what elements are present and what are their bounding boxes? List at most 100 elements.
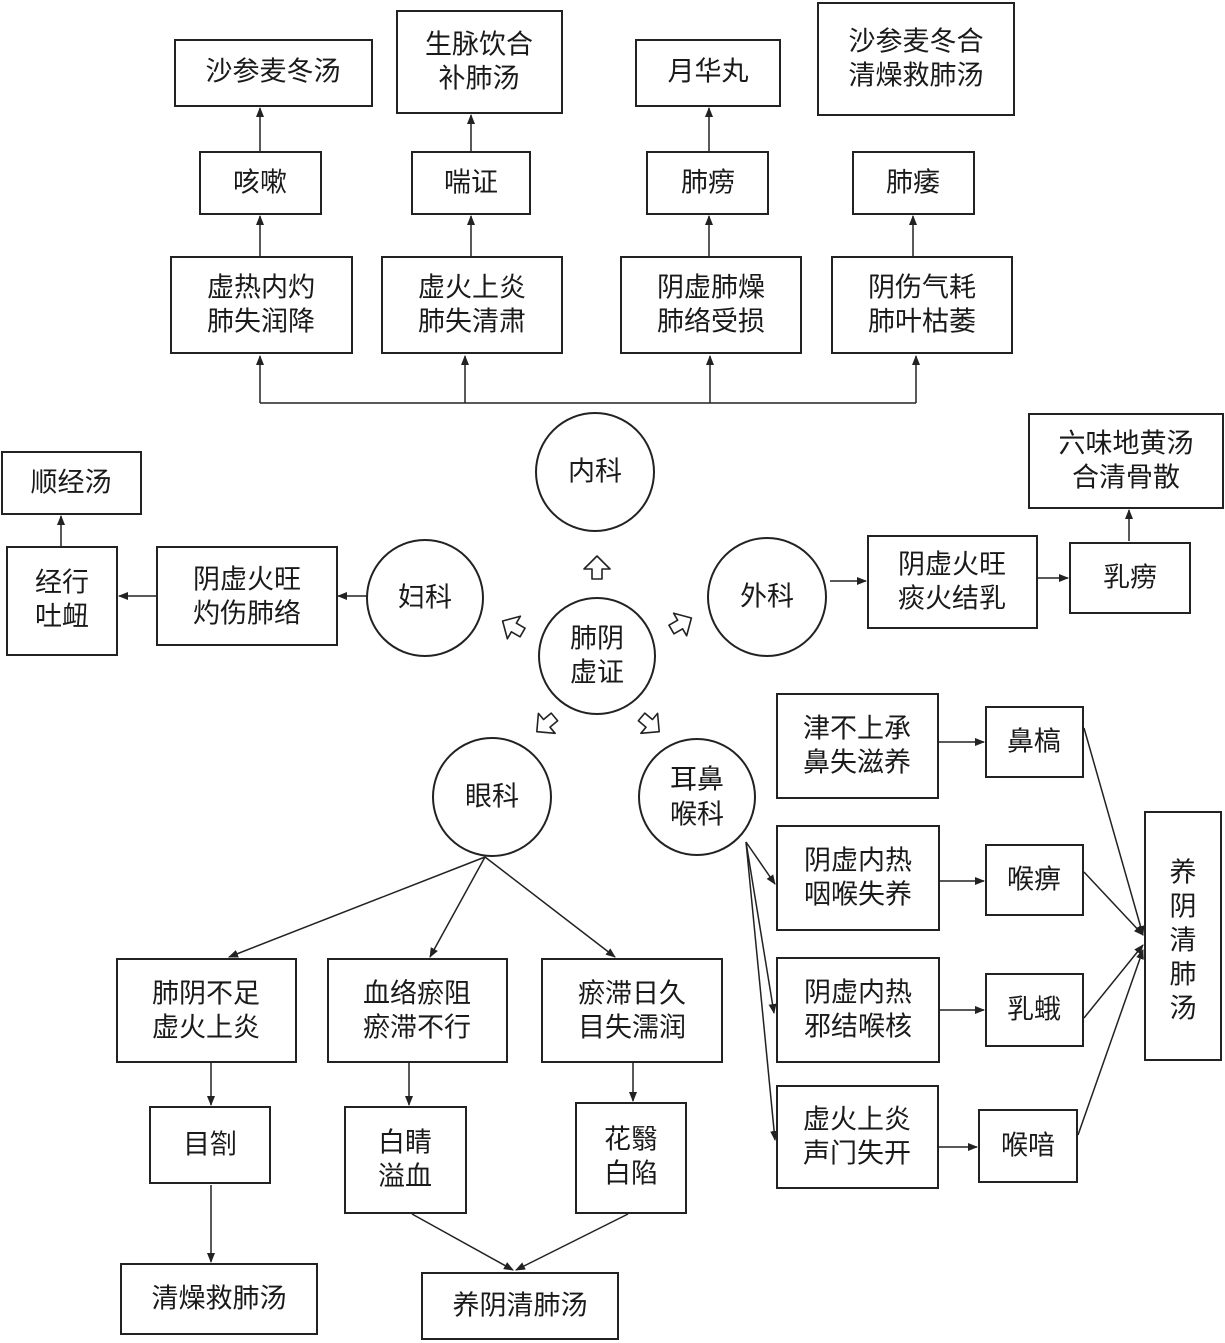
eye-disease-3-line-2: 白陷 bbox=[604, 1159, 658, 1190]
internal-formula-4: 沙参麦冬合 清燥救肺汤 bbox=[817, 2, 1015, 116]
internal-pathogenesis-1-line-1: 虚热内灼 bbox=[207, 273, 315, 304]
dept-internal-label: 内科 bbox=[568, 457, 622, 488]
eye-pathogenesis-1: 肺阴不足 虚火上炎 bbox=[116, 958, 297, 1063]
gyn-pathogenesis-line-1: 阴虚火旺 bbox=[193, 565, 301, 596]
dept-internal: 内科 bbox=[535, 412, 655, 532]
ent-pathogenesis-3-line-1: 阴虚内热 bbox=[804, 978, 912, 1009]
eye-disease-3-line-1: 花翳 bbox=[604, 1125, 658, 1156]
surgery-section: 六味地黄汤 合清骨散 阴虚火旺 痰火结乳 乳痨 bbox=[867, 413, 1224, 629]
eye-arrow-2 bbox=[429, 856, 486, 958]
ent-pathogenesis-4-line-1: 虚火上炎 bbox=[803, 1105, 911, 1136]
internal-pathogenesis-3-line-1: 阴虚肺燥 bbox=[657, 273, 765, 304]
internal-formula-4-line-1: 沙参麦冬合 bbox=[849, 27, 984, 58]
center-node: 肺阴 虚证 bbox=[538, 597, 656, 715]
eye-pathogenesis-1-line-1: 肺阴不足 bbox=[152, 979, 260, 1010]
internal-pathogenesis-2: 虚火上炎 肺失清肃 bbox=[381, 256, 563, 354]
center-hollow-arrows bbox=[501, 555, 693, 735]
internal-formula-1-line-1: 沙参麦冬汤 bbox=[206, 57, 341, 88]
ent-formula-char-4: 肺 bbox=[1170, 960, 1197, 991]
surgery-pathogenesis: 阴虚火旺 痰火结乳 bbox=[867, 535, 1038, 629]
ent-disease-3-label: 乳蛾 bbox=[1007, 995, 1061, 1026]
ent-pathogenesis-2-line-1: 阴虚内热 bbox=[804, 846, 912, 877]
ent-disease-1: 鼻槁 bbox=[985, 706, 1084, 778]
ent-disease-2-label: 喉痹 bbox=[1007, 865, 1061, 896]
internal-section: 沙参麦冬汤 生脉饮合 补肺汤 月华丸 沙参麦冬合 清燥救肺汤 咳嗽 喘证 肺痨 bbox=[170, 2, 1015, 354]
ent-pathogenesis-1-line-2: 鼻失滋养 bbox=[803, 748, 911, 779]
hollow-arrow-down-left-icon bbox=[536, 712, 559, 735]
internal-disease-4-label: 肺痿 bbox=[886, 168, 940, 199]
dept-gyn-label: 妇科 bbox=[398, 583, 452, 614]
hollow-arrow-right-icon bbox=[668, 612, 693, 637]
internal-disease-2: 喘证 bbox=[411, 151, 531, 215]
surgery-pathogenesis-line-2: 痰火结乳 bbox=[898, 584, 1006, 615]
eye-pathogenesis-2: 血络瘀阻 瘀滞不行 bbox=[327, 958, 508, 1063]
ent-pathogenesis-1: 津不上承 鼻失滋养 bbox=[776, 693, 939, 799]
eye-arrow-8 bbox=[411, 1213, 514, 1271]
surgery-formula: 六味地黄汤 合清骨散 bbox=[1028, 413, 1224, 509]
ent-arrow-8 bbox=[1083, 727, 1145, 936]
gyn-disease-line-2: 吐衄 bbox=[35, 602, 89, 633]
dept-ent-line-1: 耳鼻 bbox=[670, 765, 724, 796]
ent-disease-1-label: 鼻槁 bbox=[1007, 727, 1061, 758]
dept-ent-line-2: 喉科 bbox=[670, 800, 724, 831]
internal-formula-2-line-2: 补肺汤 bbox=[439, 64, 520, 95]
eye-section: 肺阴不足 虚火上炎 血络瘀阻 瘀滞不行 瘀滞日久 目失濡润 目劄 白睛 溢血 花… bbox=[116, 958, 723, 1340]
internal-disease-4: 肺痿 bbox=[852, 151, 975, 215]
gyn-formula: 顺经汤 bbox=[1, 451, 142, 515]
hollow-arrow-down-right-icon bbox=[637, 712, 660, 735]
internal-pathogenesis-4-line-1: 阴伤气耗 bbox=[868, 273, 976, 304]
ent-pathogenesis-3: 阴虚内热 邪结喉核 bbox=[776, 957, 940, 1063]
internal-disease-1-label: 咳嗽 bbox=[233, 168, 287, 199]
gyn-section: 顺经汤 经行 吐衄 阴虚火旺 灼伤肺络 bbox=[1, 451, 338, 656]
dept-eye-label: 眼科 bbox=[465, 782, 519, 813]
ent-pathogenesis-2: 阴虚内热 咽喉失养 bbox=[776, 825, 940, 931]
internal-pathogenesis-3: 阴虚肺燥 肺络受损 bbox=[620, 256, 802, 354]
center-line-2: 虚证 bbox=[570, 658, 624, 689]
gyn-pathogenesis: 阴虚火旺 灼伤肺络 bbox=[156, 546, 338, 646]
eye-disease-2-line-2: 溢血 bbox=[378, 1162, 432, 1193]
internal-disease-3: 肺痨 bbox=[646, 151, 769, 215]
ent-disease-2: 喉痹 bbox=[985, 844, 1084, 916]
department-circles: 肺阴 虚证 内科 妇科 外科 眼科 耳鼻 喉科 bbox=[366, 412, 827, 857]
ent-section: 津不上承 鼻失滋养 鼻槁 阴虚内热 咽喉失养 喉痹 阴虚内热 邪结喉核 乳蛾 虚… bbox=[776, 693, 1222, 1189]
ent-pathogenesis-4: 虚火上炎 声门失开 bbox=[776, 1085, 939, 1189]
internal-disease-3-label: 肺痨 bbox=[681, 168, 735, 199]
internal-pathogenesis-4-line-2: 肺叶枯萎 bbox=[868, 307, 976, 338]
internal-pathogenesis-1-line-2: 肺失润降 bbox=[207, 307, 315, 338]
internal-formula-3: 月华丸 bbox=[635, 39, 781, 107]
ent-arrow-1 bbox=[745, 841, 776, 885]
eye-arrow-9 bbox=[515, 1213, 629, 1271]
ent-formula-char-3: 清 bbox=[1170, 926, 1197, 957]
surgery-disease-label: 乳痨 bbox=[1103, 563, 1157, 594]
internal-disease-1: 咳嗽 bbox=[199, 151, 322, 215]
dept-gyn: 妇科 bbox=[366, 539, 484, 657]
eye-formula-a: 清燥救肺汤 bbox=[120, 1263, 318, 1335]
eye-disease-1-label: 目劄 bbox=[183, 1130, 237, 1161]
internal-disease-2-label: 喘证 bbox=[444, 168, 498, 199]
internal-formula-4-line-2: 清燥救肺汤 bbox=[849, 61, 984, 92]
internal-pathogenesis-1: 虚热内灼 肺失润降 bbox=[170, 256, 353, 354]
eye-formula-b: 养阴清肺汤 bbox=[421, 1272, 619, 1340]
surgery-pathogenesis-line-1: 阴虚火旺 bbox=[898, 550, 1006, 581]
center-line-1: 肺阴 bbox=[570, 624, 624, 655]
surgery-formula-line-1: 六味地黄汤 bbox=[1059, 429, 1194, 460]
eye-formula-a-label: 清燥救肺汤 bbox=[152, 1284, 287, 1315]
ent-pathogenesis-3-line-2: 邪结喉核 bbox=[804, 1012, 912, 1043]
dept-surgery: 外科 bbox=[707, 537, 827, 657]
dept-eye: 眼科 bbox=[432, 737, 552, 857]
internal-pathogenesis-3-line-2: 肺络受损 bbox=[657, 307, 765, 338]
eye-disease-2-line-1: 白睛 bbox=[378, 1128, 432, 1159]
ent-pathogenesis-1-line-1: 津不上承 bbox=[803, 714, 911, 745]
ent-arrow-9 bbox=[1083, 871, 1144, 936]
ent-arrow-3 bbox=[745, 841, 779, 1141]
eye-pathogenesis-3-line-2: 目失濡润 bbox=[578, 1013, 686, 1044]
ent-disease-4: 喉喑 bbox=[978, 1109, 1078, 1183]
eye-arrow-3 bbox=[484, 856, 616, 958]
ent-arrow-2 bbox=[745, 841, 777, 1014]
internal-formula-1: 沙参麦冬汤 bbox=[174, 39, 373, 107]
ent-arrow-11 bbox=[1077, 949, 1144, 1136]
gyn-pathogenesis-line-2: 灼伤肺络 bbox=[193, 599, 301, 630]
dept-ent: 耳鼻 喉科 bbox=[638, 738, 756, 856]
eye-disease-3: 花翳 白陷 bbox=[575, 1102, 687, 1214]
